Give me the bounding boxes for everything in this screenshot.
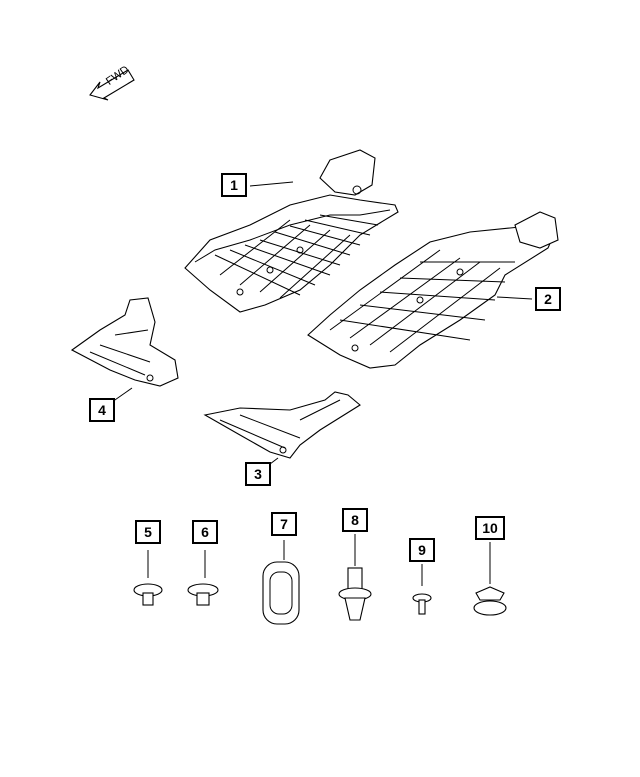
callout-4: 4 <box>89 398 115 422</box>
callout-1: 1 <box>221 173 247 197</box>
part-2-rear-shield <box>307 211 559 369</box>
part-6-push-pin <box>187 550 219 606</box>
callout-3: 3 <box>245 462 271 486</box>
part-4-side-shield <box>70 297 179 403</box>
part-7-grommet <box>262 540 300 625</box>
callout-10: 10 <box>475 516 505 540</box>
part-8-push-pin <box>338 534 372 621</box>
callout-7: 7 <box>271 512 297 536</box>
callout-5: 5 <box>135 520 161 544</box>
part-1-front-shield <box>184 149 399 313</box>
callout-6: 6 <box>192 520 218 544</box>
part-5-push-pin <box>133 550 163 606</box>
callout-2: 2 <box>535 287 561 311</box>
callout-8: 8 <box>342 508 368 532</box>
callout-9: 9 <box>409 538 435 562</box>
part-10-nut <box>473 542 507 616</box>
fwd-arrow-icon <box>89 69 135 101</box>
part-9-bolt <box>412 564 432 615</box>
part-3-side-shield <box>203 391 361 471</box>
